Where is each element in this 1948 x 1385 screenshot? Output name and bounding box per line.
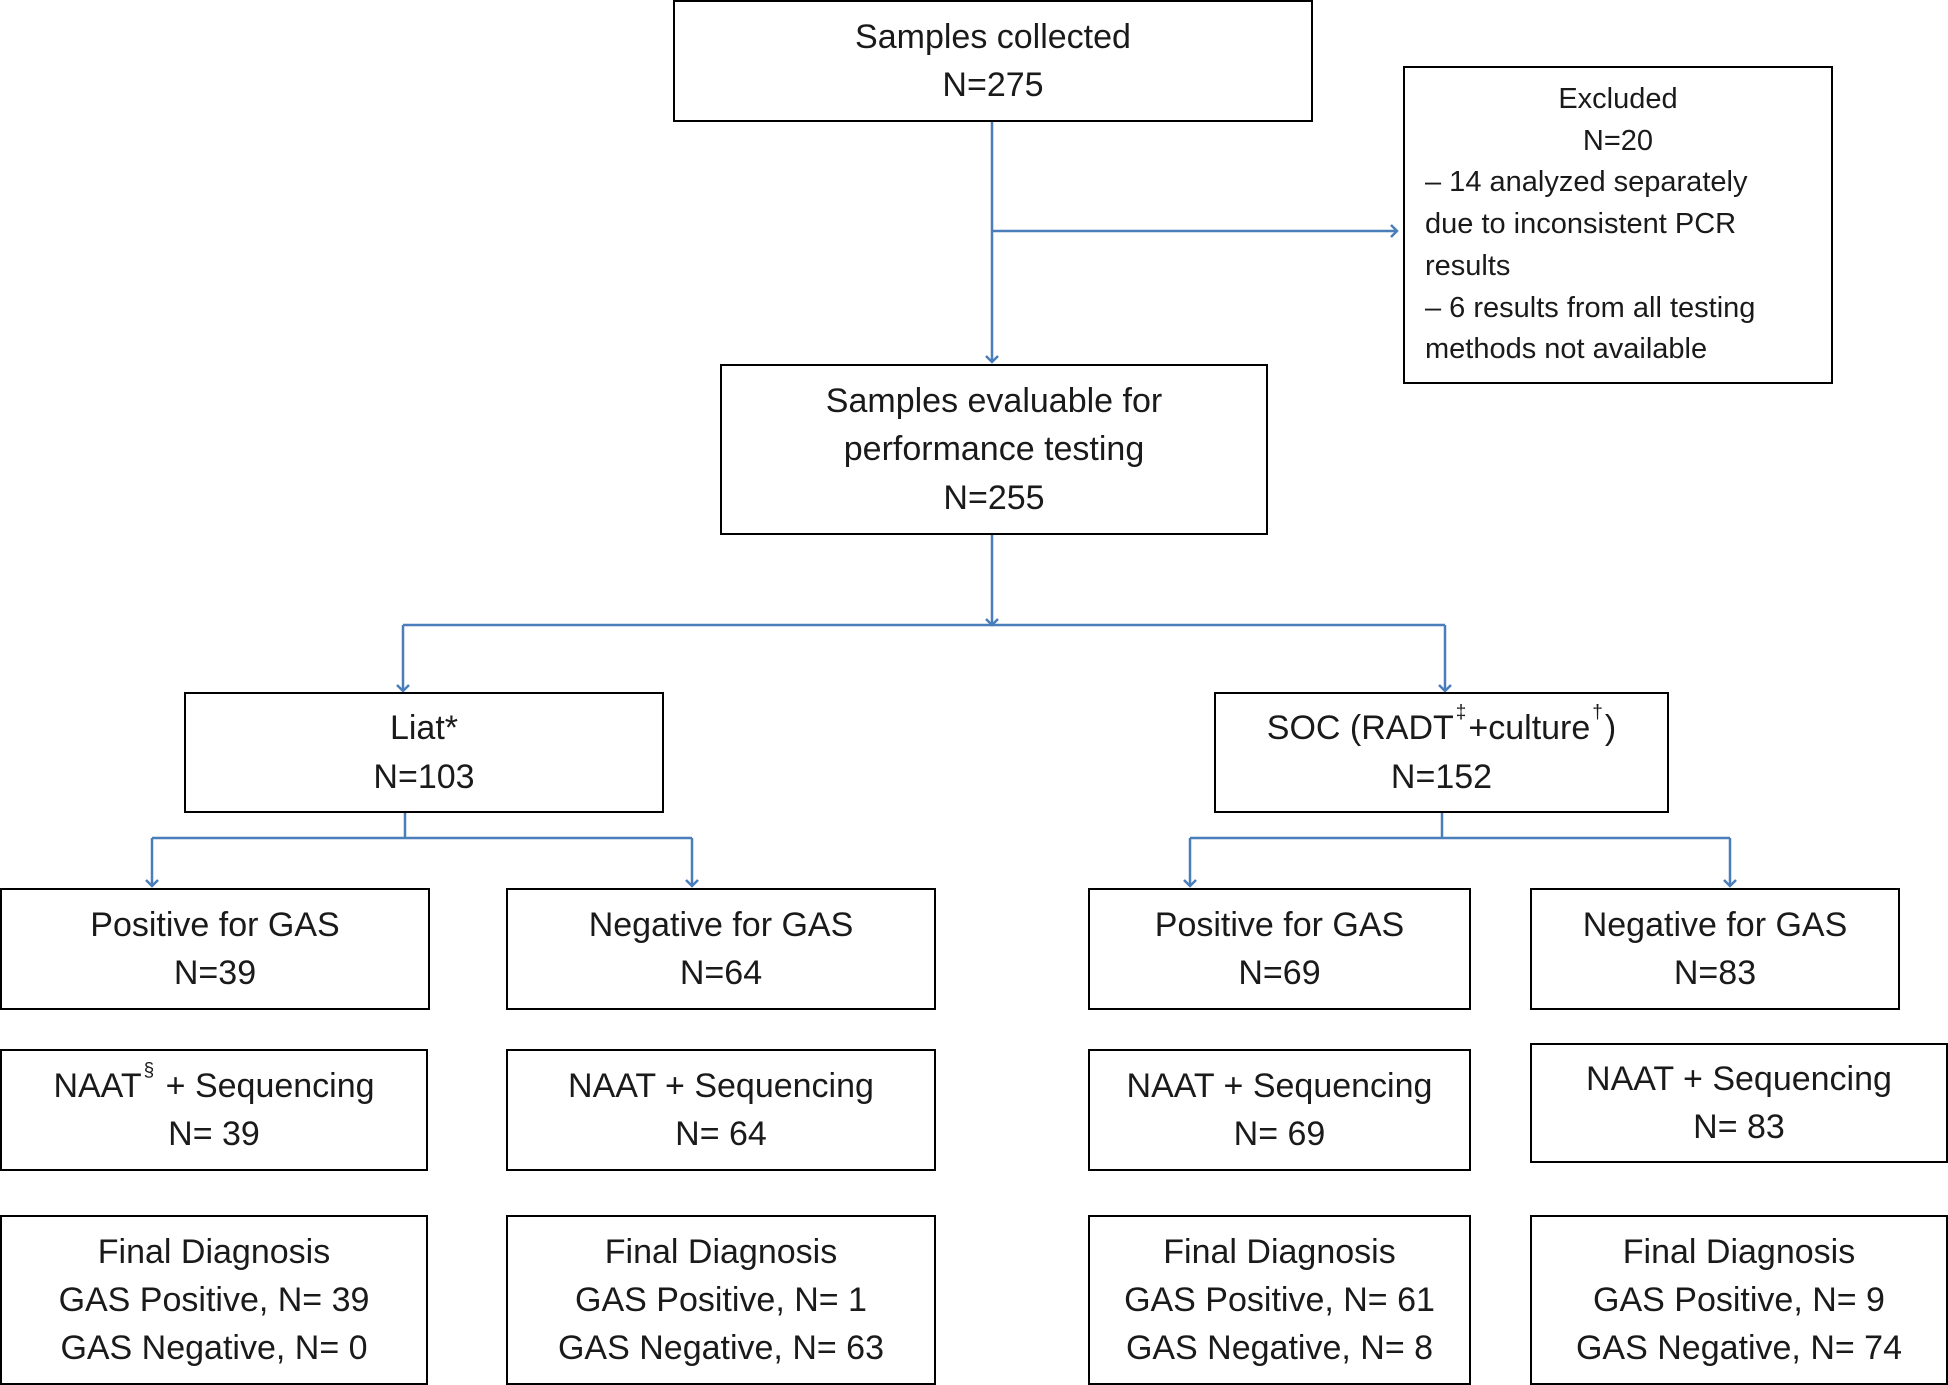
liat-negative-box: Negative for GAS N=64: [506, 888, 936, 1010]
liat-negative-count: N=64: [679, 954, 763, 992]
excluded-title: Excluded: [1558, 82, 1678, 115]
naat-label: NAAT: [53, 1066, 142, 1105]
soc-title-part2: +culture: [1468, 709, 1591, 748]
final-soc-positive-pos: GAS Positive, N= 61: [1124, 1280, 1435, 1319]
liat-positive-box: Positive for GAS N=39: [0, 888, 430, 1010]
naat-soc-negative-box: NAAT + Sequencing N= 83: [1530, 1043, 1948, 1163]
naat-liat-positive-title: NAAT§ + Sequencing: [53, 1059, 375, 1110]
naat-soc-negative-count: N= 83: [1693, 1108, 1785, 1146]
naat-liat-negative-count: N= 64: [675, 1115, 767, 1153]
excluded-reason2-line2: methods not available: [1425, 333, 1708, 366]
samples-collected-count: N=275: [942, 66, 1044, 104]
naat-liat-negative-box: NAAT + Sequencing N= 64: [506, 1049, 936, 1171]
final-soc-negative-neg: GAS Negative, N= 74: [1575, 1329, 1902, 1368]
naat-footnote-section: §: [143, 1059, 155, 1081]
final-liat-positive-neg: GAS Negative, N= 0: [60, 1329, 368, 1368]
final-soc-negative-pos: GAS Positive, N= 9: [1593, 1280, 1885, 1319]
soc-box: SOC (RADT‡+culture†) N=152: [1214, 692, 1669, 813]
soc-title-part3: ): [1604, 709, 1617, 748]
soc-positive-count: N=69: [1238, 954, 1321, 992]
final-soc-positive-neg: GAS Negative, N= 8: [1125, 1329, 1434, 1368]
final-liat-positive-title: Final Diagnosis: [97, 1232, 331, 1271]
samples-collected-title: Samples collected: [855, 17, 1131, 56]
final-liat-negative-box: Final Diagnosis GAS Positive, N= 1 GAS N…: [506, 1215, 936, 1385]
soc-footnote-double-dagger: ‡: [1455, 702, 1467, 724]
samples-evaluable-title-line2: performance testing: [843, 430, 1145, 469]
soc-title-part1: SOC (RADT: [1266, 709, 1454, 748]
final-liat-positive-pos: GAS Positive, N= 39: [58, 1280, 370, 1319]
soc-negative-count: N=83: [1673, 954, 1757, 992]
liat-negative-title: Negative for GAS: [588, 905, 854, 944]
excluded-box: Excluded N=20 – 14 analyzed separately d…: [1403, 66, 1833, 384]
naat-liat-positive-count: N= 39: [168, 1115, 260, 1153]
final-soc-negative-title: Final Diagnosis: [1622, 1232, 1856, 1271]
naat-soc-negative-title: NAAT + Sequencing: [1586, 1059, 1892, 1098]
liat-count: N=103: [373, 757, 475, 796]
final-soc-positive-box: Final Diagnosis GAS Positive, N= 61 GAS …: [1088, 1215, 1471, 1385]
soc-positive-box: Positive for GAS N=69: [1088, 888, 1471, 1010]
samples-evaluable-title-line1: Samples evaluable for: [825, 382, 1163, 421]
soc-title: SOC (RADT‡+culture†): [1266, 702, 1617, 752]
final-soc-negative-box: Final Diagnosis GAS Positive, N= 9 GAS N…: [1530, 1215, 1948, 1385]
naat-soc-positive-box: NAAT + Sequencing N= 69: [1088, 1049, 1471, 1171]
final-liat-negative-pos: GAS Positive, N= 1: [575, 1280, 867, 1319]
liat-positive-count: N=39: [173, 954, 257, 992]
liat-positive-title: Positive for GAS: [90, 905, 340, 944]
liat-title: Liat*: [389, 709, 459, 748]
final-liat-negative-title: Final Diagnosis: [604, 1232, 838, 1271]
naat-soc-positive-title: NAAT + Sequencing: [1126, 1066, 1433, 1105]
sequencing-label: + Sequencing: [165, 1066, 375, 1105]
final-liat-positive-box: Final Diagnosis GAS Positive, N= 39 GAS …: [0, 1215, 428, 1385]
naat-liat-negative-title: NAAT + Sequencing: [568, 1066, 874, 1105]
excluded-reason1-line1: – 14 analyzed separately: [1425, 166, 1748, 199]
samples-evaluable-count: N=255: [943, 478, 1045, 517]
final-liat-negative-neg: GAS Negative, N= 63: [557, 1329, 884, 1368]
naat-soc-positive-count: N= 69: [1233, 1115, 1326, 1153]
soc-count: N=152: [1390, 757, 1493, 796]
excluded-reason1-line2: due to inconsistent PCR: [1425, 208, 1737, 241]
soc-negative-box: Negative for GAS N=83: [1530, 888, 1900, 1010]
naat-liat-positive-box: NAAT§ + Sequencing N= 39: [0, 1049, 428, 1171]
soc-negative-title: Negative for GAS: [1582, 905, 1848, 944]
excluded-count: N=20: [1582, 124, 1654, 157]
excluded-reason2-line1: – 6 results from all testing: [1425, 291, 1756, 324]
liat-box: Liat* N=103: [184, 692, 664, 813]
samples-evaluable-box: Samples evaluable for performance testin…: [720, 364, 1268, 535]
final-soc-positive-title: Final Diagnosis: [1163, 1232, 1396, 1271]
samples-collected-box: Samples collected N=275: [673, 0, 1313, 122]
soc-footnote-dagger: †: [1592, 702, 1603, 724]
excluded-reason1-line3: results: [1425, 249, 1511, 282]
soc-positive-title: Positive for GAS: [1154, 905, 1405, 944]
